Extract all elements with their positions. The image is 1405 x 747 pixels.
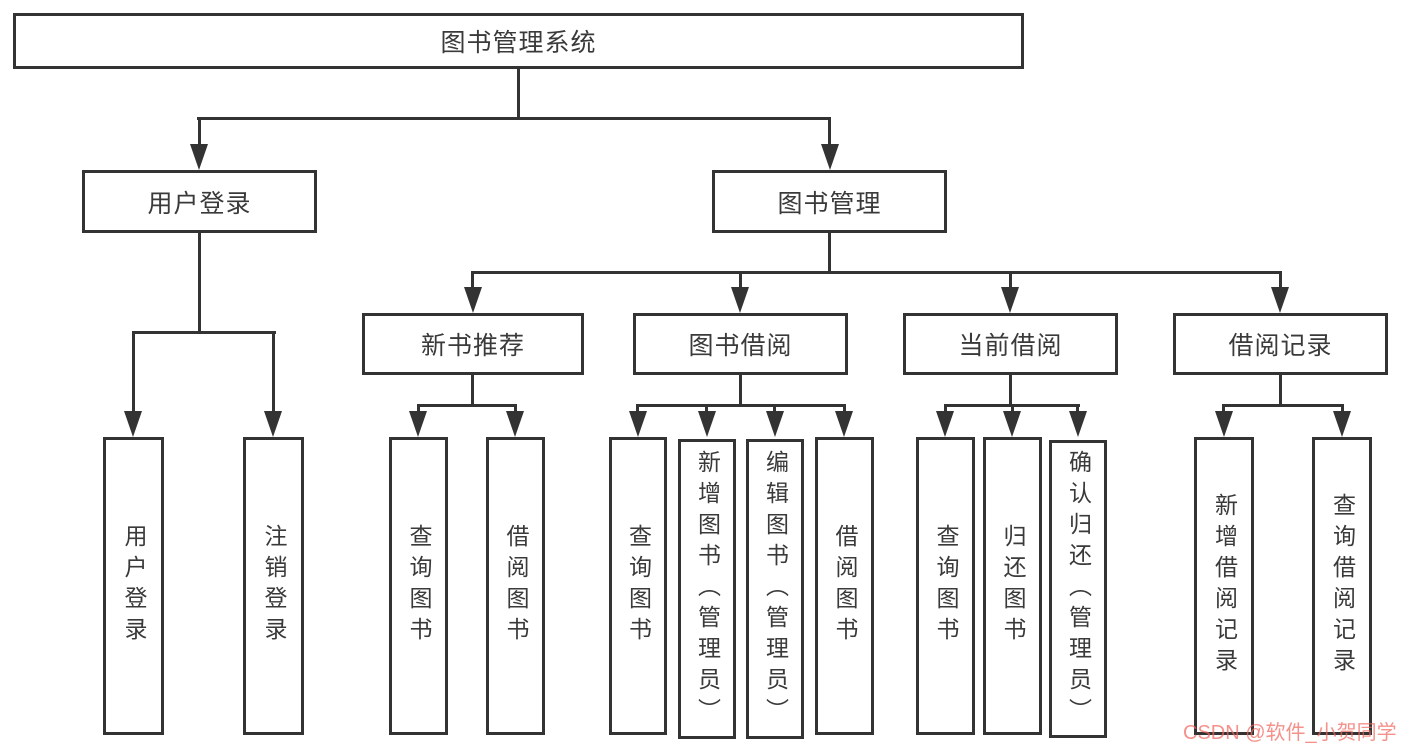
node-user-login: 用户登录 <box>82 170 317 233</box>
node-label: 图书借阅 <box>688 332 793 360</box>
connector-vline <box>843 404 846 414</box>
leaf-add-borrow-record: 新增借阅记录 <box>1194 437 1254 735</box>
node-library-management-system: 图书管理系统 <box>13 13 1024 69</box>
leaf-label: 用户登录 <box>121 524 147 648</box>
leaf-label: 编辑图书（管理员） <box>762 449 789 729</box>
connector-vline <box>272 331 275 413</box>
arrow-down-icon <box>936 411 954 437</box>
leaf-label: 归还图书 <box>1000 524 1026 648</box>
arrow-down-icon <box>629 411 647 437</box>
connector-hline <box>471 271 1282 274</box>
leaf-borrow-books-borrow: 借阅图书 <box>815 437 874 735</box>
leaf-label: 查询图书 <box>933 524 959 648</box>
node-new-book-recommend: 新书推荐 <box>362 313 584 375</box>
csdn-watermark: CSDN @软件_小贺同学 <box>1183 722 1397 744</box>
leaf-edit-book-admin: 编辑图书（管理员） <box>746 439 804 739</box>
node-label: 新书推荐 <box>420 332 525 360</box>
leaf-user-login: 用户登录 <box>103 437 164 735</box>
leaf-logout: 注销登录 <box>243 437 304 735</box>
node-label: 当前借阅 <box>958 332 1063 360</box>
leaf-query-borrow-record: 查询借阅记录 <box>1312 437 1372 735</box>
leaf-label: 查询借阅记录 <box>1329 493 1356 679</box>
connector-vline <box>1341 404 1344 414</box>
connector-vline <box>1009 271 1012 289</box>
arrow-down-icon <box>1001 287 1019 313</box>
node-book-borrowing: 图书借阅 <box>633 313 848 375</box>
connector-vline <box>132 331 135 413</box>
connector-vline <box>1279 375 1282 406</box>
node-label: 图书管理 <box>777 189 882 218</box>
connector-vline <box>1222 404 1225 414</box>
arrow-down-icon <box>1271 287 1289 313</box>
arrow-down-icon <box>766 411 784 437</box>
leaf-label: 借阅图书 <box>503 524 529 648</box>
connector-vline <box>636 404 639 414</box>
leaf-label: 新增图书（管理员） <box>694 449 721 729</box>
connector-vline <box>739 375 742 406</box>
leaf-label: 借阅图书 <box>832 524 858 648</box>
connector-vline <box>739 271 742 289</box>
leaf-query-books-recommend: 查询图书 <box>389 437 448 735</box>
arrow-down-icon <box>1003 411 1021 437</box>
node-label: 借阅记录 <box>1228 332 1333 360</box>
arrow-down-icon <box>190 144 208 170</box>
arrow-down-icon <box>264 411 282 437</box>
node-book-management: 图书管理 <box>712 170 947 233</box>
arrow-down-icon <box>698 411 716 437</box>
leaf-borrow-books-recommend: 借阅图书 <box>486 437 545 735</box>
connector-hline <box>417 404 517 407</box>
connector-vline <box>828 233 831 273</box>
connector-hline <box>1222 404 1344 407</box>
connector-vline <box>417 404 420 414</box>
arrow-down-icon <box>1069 411 1087 437</box>
leaf-label: 查询图书 <box>406 524 432 648</box>
connector-vline <box>944 404 947 414</box>
connector-vline <box>514 404 517 414</box>
arrow-down-icon <box>1215 411 1233 437</box>
connector-vline <box>705 404 708 414</box>
connector-vline <box>198 233 201 333</box>
connector-vline <box>471 271 474 289</box>
arrow-down-icon <box>409 411 427 437</box>
arrow-down-icon <box>835 411 853 437</box>
connector-vline <box>517 69 520 119</box>
leaf-label: 注销登录 <box>261 524 287 648</box>
connector-vline <box>198 117 201 147</box>
leaf-label: 新增借阅记录 <box>1211 493 1238 679</box>
arrow-down-icon <box>1333 411 1351 437</box>
node-current-borrowing: 当前借阅 <box>903 313 1118 375</box>
connector-hline <box>636 404 846 407</box>
arrow-down-icon <box>821 144 839 170</box>
arrow-down-icon <box>464 287 482 313</box>
connector-vline <box>828 117 831 147</box>
connector-vline <box>1279 271 1282 289</box>
connector-vline <box>1011 404 1014 414</box>
connector-vline <box>1009 375 1012 406</box>
leaf-query-books-borrow: 查询图书 <box>609 437 667 735</box>
connector-vline <box>773 404 776 414</box>
arrow-down-icon <box>124 411 142 437</box>
node-label: 用户登录 <box>147 189 252 218</box>
leaf-confirm-return-admin: 确认归还（管理员） <box>1049 440 1107 738</box>
arrow-down-icon <box>506 411 524 437</box>
connector-vline <box>1076 404 1079 414</box>
connector-hline <box>132 331 276 334</box>
leaf-query-books-current: 查询图书 <box>916 437 975 735</box>
connector-hline <box>197 117 831 120</box>
leaf-label: 确认归还（管理员） <box>1065 449 1092 729</box>
arrow-down-icon <box>731 287 749 313</box>
connector-vline <box>471 375 474 406</box>
leaf-label: 查询图书 <box>625 524 652 648</box>
node-label: 图书管理系统 <box>440 29 597 57</box>
node-borrow-records: 借阅记录 <box>1173 313 1388 375</box>
leaf-add-book-admin: 新增图书（管理员） <box>678 439 736 739</box>
leaf-return-books: 归还图书 <box>983 437 1042 735</box>
